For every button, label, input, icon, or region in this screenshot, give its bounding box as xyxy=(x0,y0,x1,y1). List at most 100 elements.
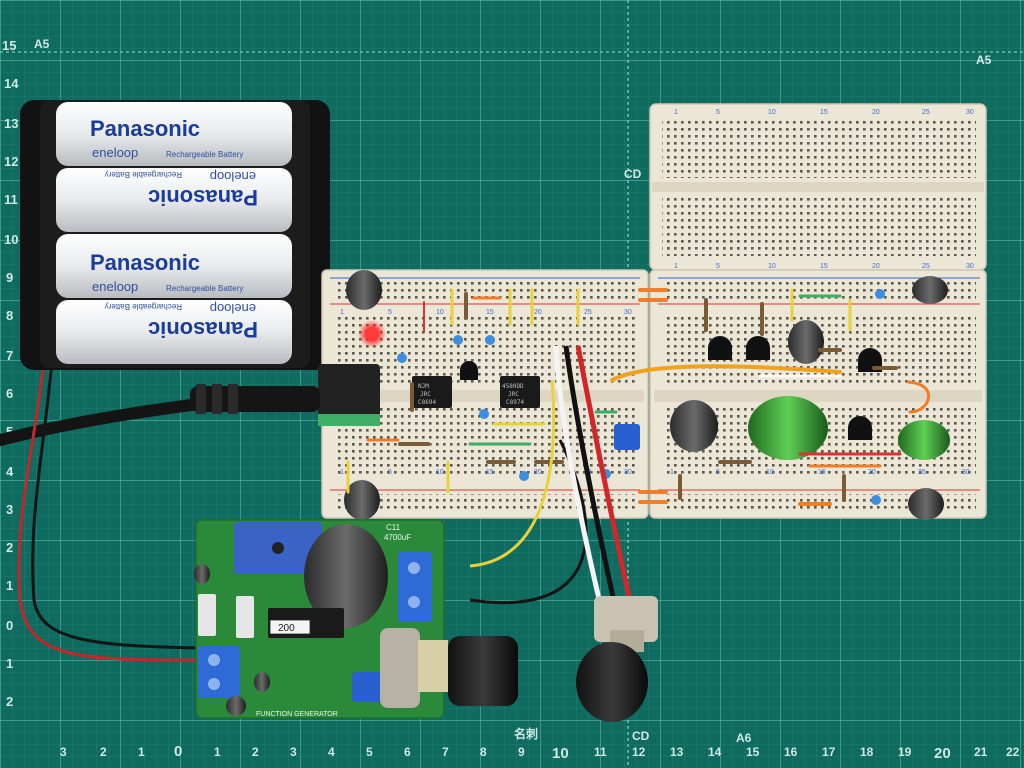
ruler-number: 3 xyxy=(6,502,13,517)
dc-jack xyxy=(190,364,380,426)
ic-chip-1: NJM JRC C8694 xyxy=(412,376,452,408)
column-number: 30 xyxy=(624,469,632,476)
column-number: 10 xyxy=(768,263,776,270)
screw-terminal xyxy=(198,646,240,698)
battery-tagline: Rechargeable Battery xyxy=(166,284,243,293)
battery-subbrand: eneloop xyxy=(210,169,256,184)
ruler-number: 18 xyxy=(860,745,874,759)
slide-switch xyxy=(236,596,254,638)
trimmer-pot xyxy=(614,424,640,450)
ceramic-capacitor xyxy=(397,353,407,363)
battery-brand: Panasonic xyxy=(148,185,258,210)
transistor xyxy=(746,336,770,360)
battery-brand: Panasonic xyxy=(148,317,258,342)
battery-tagline: Rechargeable Battery xyxy=(166,150,243,159)
column-number: 10 xyxy=(436,309,444,316)
breadboard-upper: 1 5 10 15 20 25 30 1 5 10 15 20 25 30 xyxy=(649,103,987,271)
ruler-number: 13 xyxy=(4,116,18,131)
column-number: 25 xyxy=(922,109,930,116)
screw-terminal xyxy=(398,552,432,622)
chip-marking: JRC xyxy=(508,391,519,398)
ruler-number: 14 xyxy=(708,745,722,759)
ruler-number: 0 xyxy=(6,618,13,633)
transistors xyxy=(460,336,882,440)
transistor xyxy=(460,361,478,380)
column-number: 5 xyxy=(716,109,720,116)
column-number: 10 xyxy=(436,469,444,476)
column-number: 30 xyxy=(624,309,632,316)
battery-brand: Panasonic xyxy=(90,116,200,141)
mat-label-cd: CD xyxy=(632,729,650,743)
large-capacitor xyxy=(304,524,388,628)
jumper-wires xyxy=(346,288,930,506)
pcb-cap-value: 4700uF xyxy=(384,533,411,542)
ruler-number: 11 xyxy=(594,745,607,759)
pcb-marker: 200 xyxy=(278,623,295,634)
capacitor xyxy=(194,564,210,584)
column-number: 5 xyxy=(388,309,392,316)
ruler-number: 1 xyxy=(6,578,13,593)
capacitor xyxy=(788,320,824,364)
capacitor xyxy=(344,480,380,520)
ruler-number: 22 xyxy=(1006,745,1020,759)
ruler-number: 17 xyxy=(822,745,836,759)
ruler-number: 8 xyxy=(6,308,13,323)
ruler-number: 9 xyxy=(518,745,525,759)
ruler-number: 2 xyxy=(6,540,13,555)
ruler-number: 3 xyxy=(290,745,297,759)
slide-switch xyxy=(198,594,216,636)
column-number: 15 xyxy=(486,309,494,316)
capacitor-green xyxy=(898,420,950,460)
column-number: 25 xyxy=(584,309,592,316)
battery-cell: Panasonic eneloop Rechargeable Battery xyxy=(56,300,292,364)
column-number: 15 xyxy=(820,263,828,270)
chip-marking: JRC xyxy=(420,391,431,398)
ruler-number: 16 xyxy=(784,745,798,759)
column-number: 5 xyxy=(716,469,720,476)
battery-lead-red xyxy=(17,359,201,662)
column-number: 15 xyxy=(818,469,826,476)
column-number: 10 xyxy=(766,469,774,476)
column-number: 10 xyxy=(768,109,776,116)
chip-marking: C8974 xyxy=(506,399,524,406)
ruler-number: 4 xyxy=(6,464,14,479)
mat-labels: A5 A5 CD 名刺 CD A6 xyxy=(34,37,992,745)
ruler-number: 1 xyxy=(6,656,13,671)
ruler-number: 15 xyxy=(2,38,16,53)
battery-pack: Panasonic eneloop Rechargeable Battery P… xyxy=(20,100,330,370)
ruler-number: 12 xyxy=(4,154,18,169)
capacitor xyxy=(670,400,718,452)
ceramic-capacitor xyxy=(479,409,489,419)
column-number: 5 xyxy=(716,263,720,270)
column-number: 1 xyxy=(670,469,674,476)
column-number: 1 xyxy=(340,469,344,476)
ruler-number: 15 xyxy=(746,745,760,759)
ceramic-capacitor xyxy=(875,289,885,299)
capacitor xyxy=(254,672,270,692)
column-number: 20 xyxy=(534,309,542,316)
capacitor xyxy=(226,696,246,716)
ruler-number: 2 xyxy=(6,694,13,709)
ruler-number: 13 xyxy=(670,745,684,759)
mat-label-a5: A5 xyxy=(976,53,992,67)
chip-marking: C8694 xyxy=(418,399,436,406)
battery-subbrand: eneloop xyxy=(210,301,256,316)
column-number: 20 xyxy=(872,263,880,270)
ruler-number: 21 xyxy=(974,745,988,759)
ruler-number: 9 xyxy=(6,270,13,285)
column-number: 30 xyxy=(966,263,974,270)
ruler-number: 20 xyxy=(934,745,951,762)
capacitor-green xyxy=(748,396,828,460)
ic-chip-2: 4580DD JRC C8974 xyxy=(500,376,540,408)
column-number: 30 xyxy=(962,469,970,476)
battery-brand: Panasonic xyxy=(90,250,200,275)
column-number: 30 xyxy=(966,109,974,116)
column-number: 15 xyxy=(486,469,494,476)
trimmer-pot xyxy=(352,672,382,702)
capacitor xyxy=(912,276,948,304)
transistor xyxy=(848,416,872,440)
capacitors xyxy=(344,270,950,520)
ruler-number: 12 xyxy=(632,745,646,759)
pcb-potentiometer xyxy=(380,628,518,708)
